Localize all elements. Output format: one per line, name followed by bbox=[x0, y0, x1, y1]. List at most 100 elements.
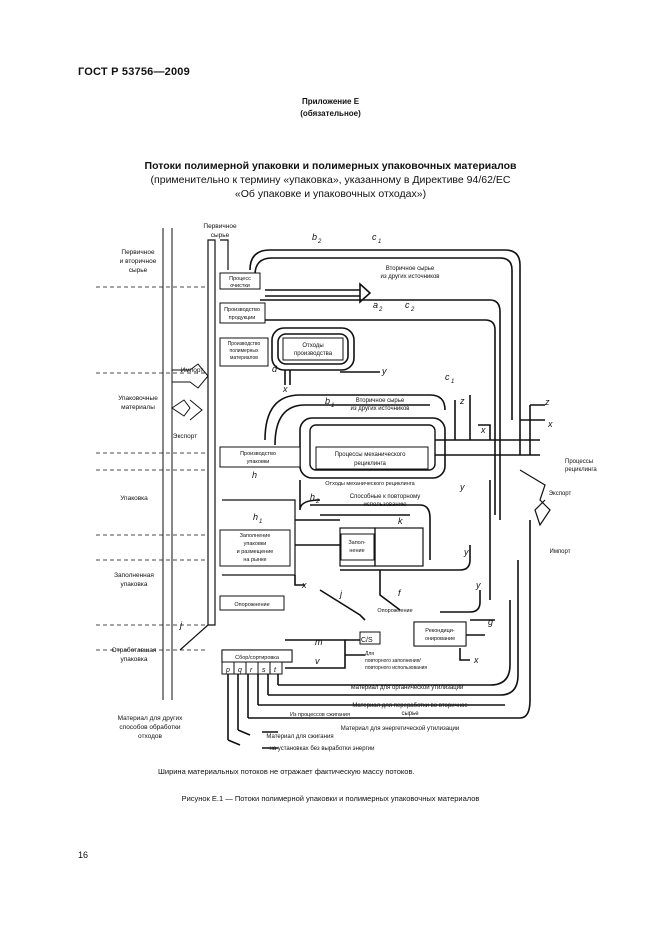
label-other-2: способов обработки bbox=[119, 723, 181, 731]
diagram-label: очистки bbox=[230, 283, 250, 289]
mechanical-recycling-box bbox=[315, 446, 429, 470]
diagram-label: h bbox=[310, 492, 315, 502]
diagram-label: Производство bbox=[228, 341, 261, 347]
standard-header: ГОСТ Р 53756—2009 bbox=[78, 66, 190, 78]
diagram-label: Рекондици- bbox=[425, 628, 455, 634]
purification-box bbox=[219, 272, 261, 290]
label-other-3: отходов bbox=[138, 733, 163, 740]
label-raw-2: сырье bbox=[211, 232, 230, 239]
diagram-label: 2 bbox=[317, 239, 322, 245]
diagram-label: f bbox=[398, 588, 402, 598]
diagram-label: упаковки bbox=[247, 459, 270, 465]
diagram-label: полимерных bbox=[230, 348, 259, 354]
label-raw-1: Первичное bbox=[203, 223, 237, 230]
diagram-label: нение bbox=[349, 548, 364, 554]
diagram-label: материалов bbox=[230, 355, 258, 361]
process-boxes bbox=[219, 272, 467, 675]
diagram-label: y bbox=[463, 547, 469, 557]
diagram-label: Опорожнение bbox=[377, 608, 412, 614]
diagram-label: x bbox=[282, 384, 288, 394]
diagram-label: c bbox=[372, 232, 377, 242]
diagram-label: c bbox=[405, 300, 410, 310]
diagram-label: 2 bbox=[315, 499, 320, 505]
diagram-label: x bbox=[547, 419, 553, 429]
flow-width-note: Ширина материальных потоков не отражает … bbox=[158, 767, 415, 776]
diagram-label: j bbox=[179, 620, 183, 630]
diagram-label: z bbox=[544, 397, 550, 407]
diagram-label: Отходы механического рециклинга bbox=[325, 481, 415, 487]
production-waste-box bbox=[282, 337, 344, 361]
figure-subtitle-1: (применительно к термину «упаковка», ука… bbox=[150, 174, 511, 186]
diagram-label: повторного заполнения/ bbox=[365, 658, 421, 664]
appendix-status: (обязательное) bbox=[300, 109, 361, 118]
diagram-label: Материал для органической утилизации bbox=[351, 684, 464, 691]
diagram-label: p bbox=[225, 667, 230, 674]
label-waste-2: упаковка bbox=[121, 656, 148, 663]
diagram-label: j bbox=[339, 589, 343, 599]
diagram-label: Для bbox=[365, 651, 374, 657]
diagram-label: Производство bbox=[240, 451, 276, 457]
diagram-label: g bbox=[488, 617, 493, 627]
label-other-1: Материал для других bbox=[118, 715, 183, 722]
diagram-label: Процесс bbox=[229, 276, 251, 282]
label-pack-materials-1: Упаковочные bbox=[118, 395, 158, 402]
appendix-title: Приложение Е bbox=[301, 97, 360, 106]
diagram-label: m bbox=[315, 637, 323, 647]
diagram-label: продукции bbox=[229, 315, 256, 321]
diagram-label: Отходы bbox=[302, 343, 323, 349]
packaging-manufacturing-box bbox=[219, 446, 301, 468]
diagram-label: k bbox=[398, 516, 403, 526]
page-number: 16 bbox=[78, 850, 89, 860]
diagram-label: 2 bbox=[378, 307, 383, 313]
diagram-label: Материал для энергетической утилизации bbox=[341, 725, 459, 732]
materials-manufacturing-box bbox=[219, 337, 269, 367]
diagram-label: Процессы bbox=[565, 459, 593, 465]
diagram-label: y bbox=[459, 482, 465, 492]
figure-caption: Рисунок Е.1 — Потоки полимерной упаковки… bbox=[181, 794, 480, 803]
diagram-label: Материал для сжигания bbox=[266, 734, 333, 740]
diagram-label: s bbox=[262, 667, 266, 674]
diagram-label: Опорожнение bbox=[234, 602, 269, 608]
diagram-label: онирование bbox=[425, 636, 455, 642]
label-packaging: Упаковка bbox=[120, 495, 148, 502]
diagram-label: C/S bbox=[361, 637, 373, 644]
diagram-label: рециклинга bbox=[565, 467, 597, 473]
label-filled-2: упаковка bbox=[121, 581, 148, 588]
diagram-label: Сбор/сортировка bbox=[235, 655, 280, 661]
diagram-label: z bbox=[459, 396, 465, 406]
label-primary-3: сырье bbox=[129, 267, 148, 274]
figure-title: Потоки полимерной упаковки и полимерных … bbox=[144, 160, 517, 172]
diagram-label: x bbox=[473, 655, 479, 665]
diagram-label: r bbox=[250, 667, 253, 674]
flow-lines bbox=[96, 228, 551, 749]
diagram-label: c bbox=[445, 372, 450, 382]
diagram-label: h bbox=[252, 470, 257, 480]
diagram-label: y bbox=[381, 366, 387, 376]
diagram-label: Запол- bbox=[348, 540, 366, 546]
diagram-label: v bbox=[315, 656, 320, 666]
diagram-label: t bbox=[274, 667, 277, 674]
label-filled-1: Заполненная bbox=[114, 572, 154, 579]
diagram-label: сырье bbox=[401, 711, 419, 717]
diagram-label: из других источников bbox=[351, 406, 410, 412]
diagram-label: 1 bbox=[378, 239, 381, 245]
diagram-label: a bbox=[373, 300, 378, 310]
filling-box bbox=[219, 529, 291, 567]
diagram-label: Производство bbox=[224, 307, 260, 313]
diagram-label: b bbox=[312, 232, 317, 242]
diagram-label: на рынке bbox=[243, 557, 266, 563]
label-import: Импорт bbox=[181, 367, 204, 374]
reconditioning-box bbox=[413, 621, 467, 647]
filling-short-box bbox=[340, 533, 375, 561]
diagram-label: b bbox=[325, 396, 330, 406]
diagram-label: x bbox=[480, 425, 486, 435]
diagram-label: Заполнение bbox=[240, 533, 271, 539]
diagram-label: на установках без выработки энергии bbox=[269, 746, 374, 752]
diagram-label: y bbox=[475, 580, 481, 590]
diagram-label: x bbox=[301, 580, 307, 590]
diagram-label: Вторичное сырье bbox=[356, 398, 405, 404]
diagram-label: производства bbox=[294, 351, 333, 357]
diagram-label: q bbox=[238, 667, 242, 674]
figure-subtitle-2: «Об упаковке и упаковочных отходах») bbox=[234, 188, 427, 200]
